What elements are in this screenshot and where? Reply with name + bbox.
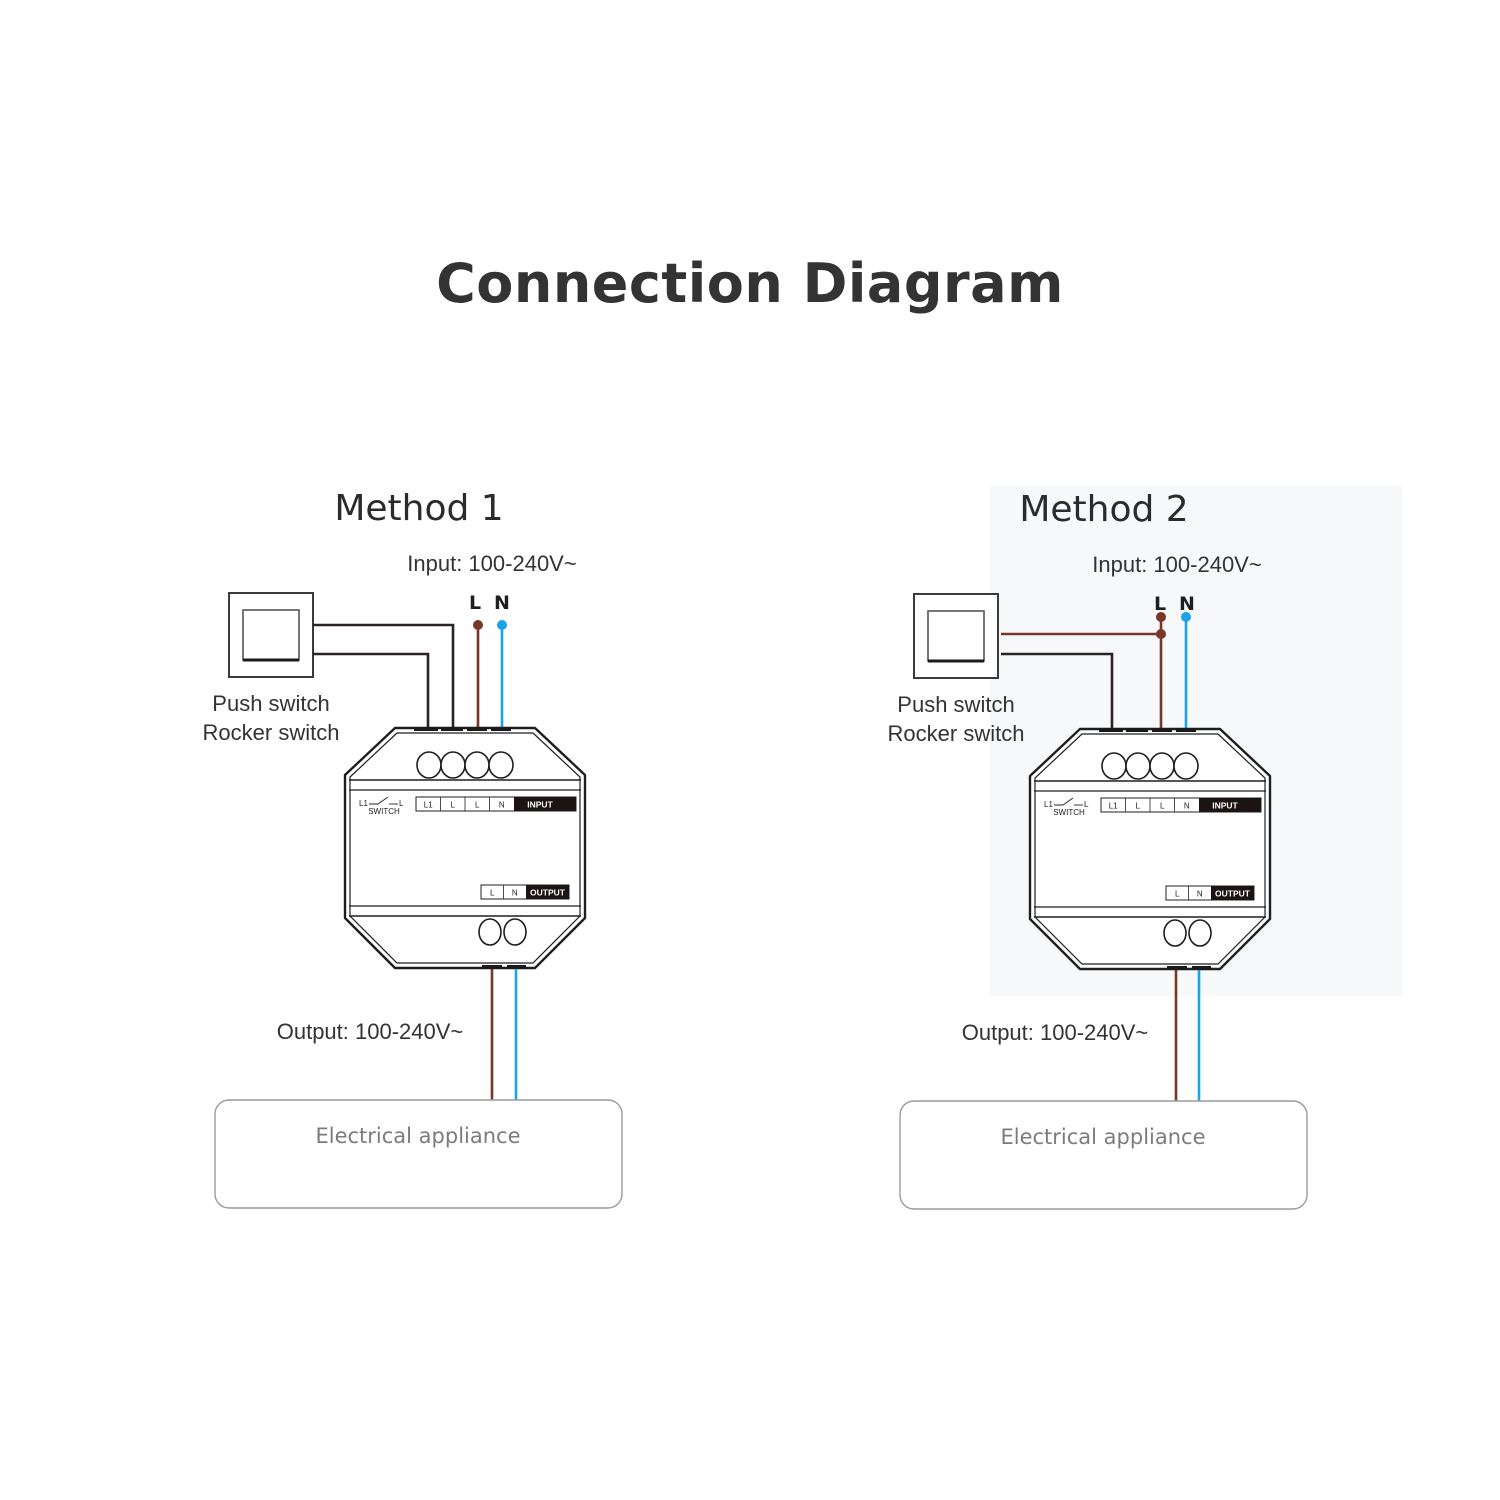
input-terminal-label: N [499, 801, 505, 810]
electrical-appliance-box [214, 1099, 623, 1209]
switch-symbol-caption: SWITCH [1053, 808, 1085, 817]
module-outer-outline [1028, 727, 1272, 971]
input-voltage-label: Input: 100-240V~ [1092, 552, 1261, 577]
neutral-input-dot [1181, 612, 1191, 622]
switch-type-label: Push switch [212, 691, 329, 716]
method-title: Method 2 [1019, 489, 1188, 530]
output-tag-label: OUTPUT [1215, 889, 1251, 899]
input-connector-block [467, 727, 487, 731]
output-voltage-label: Output: 100-240V~ [962, 1020, 1149, 1045]
input-terminal-label: L [451, 801, 456, 810]
module-inner-outline [349, 732, 581, 964]
switch-wire-l1 [1001, 652, 1114, 730]
switch-type-label: Rocker switch [888, 721, 1025, 746]
wall-switch-rocker-icon [927, 610, 985, 662]
input-terminal-label: L1 [424, 801, 433, 810]
switch-type-label: Rocker switch [203, 720, 340, 745]
output-connector-block [1192, 966, 1211, 970]
input-connector-block [1152, 728, 1172, 732]
input-terminal-screw-icon [440, 751, 466, 779]
input-connector-block [1099, 728, 1123, 732]
output-terminal-screw-icon [478, 918, 502, 946]
switch-symbol-caption: SWITCH [368, 807, 400, 816]
output-tag-label: OUTPUT [530, 888, 566, 898]
switch-symbol-right-label: L [1084, 800, 1089, 809]
input-connector-block [1176, 728, 1196, 732]
switch-symbol-icon [1054, 797, 1074, 806]
input-terminal-label: N [1184, 802, 1190, 811]
input-voltage-label: Input: 100-240V~ [407, 551, 576, 576]
live-terminal-label: L [469, 592, 481, 614]
electrical-appliance-label: Electrical appliance [315, 1124, 520, 1148]
module-inner-outline [1034, 733, 1266, 965]
input-tag-background [1199, 798, 1261, 812]
module-outer-outline [343, 726, 587, 970]
input-terminal-screw-icon [1149, 752, 1175, 780]
switch-symbol-left-label: L1 [1044, 800, 1053, 809]
output-connector-block [482, 965, 502, 969]
switch-wire-l1 [313, 652, 430, 729]
input-terminal-label: L [1160, 802, 1165, 811]
switch-symbol-left-label: L1 [359, 799, 368, 808]
input-tag-label: INPUT [1212, 801, 1238, 811]
neutral-terminal-label: N [494, 592, 510, 614]
neutral-terminal-label: N [1179, 593, 1195, 615]
live-terminal-label: L [1154, 593, 1166, 615]
neutral-input-dot [497, 620, 507, 630]
input-connector-block [414, 727, 438, 731]
output-terminal-label: N [1197, 890, 1203, 899]
input-connector-block [1126, 728, 1148, 732]
method-title: Method 1 [334, 488, 503, 529]
switch-type-label: Push switch [897, 692, 1014, 717]
output-terminal-label: L [1175, 890, 1180, 899]
input-terminal-screw-icon [1125, 752, 1151, 780]
output-terminal-screw-icon [1163, 919, 1187, 947]
input-terminal-screw-icon [1101, 752, 1127, 780]
live-junction-dot [1156, 629, 1166, 639]
output-connector-block [507, 965, 526, 969]
input-tag-background [514, 797, 576, 811]
live-input-dot [473, 620, 483, 630]
live-input-dot [1156, 612, 1166, 622]
input-terminal-label: L1 [1109, 802, 1118, 811]
output-terminal-screw-icon [1188, 919, 1212, 947]
output-terminal-label: L [490, 889, 495, 898]
page-title: Connection Diagram [436, 252, 1064, 315]
input-connector-block [441, 727, 463, 731]
input-terminal-label: L [475, 801, 480, 810]
input-terminal-screw-icon [488, 751, 514, 779]
switch-wire-l [313, 623, 455, 729]
output-terminal-label: N [512, 889, 518, 898]
wall-switch-rocker-icon [242, 609, 300, 661]
output-connector-block [1167, 966, 1187, 970]
output-tag-background [1211, 886, 1254, 900]
input-terminal-screw-icon [1173, 752, 1199, 780]
input-tag-label: INPUT [527, 800, 553, 810]
input-terminal-screw-icon [464, 751, 490, 779]
output-voltage-label: Output: 100-240V~ [277, 1019, 464, 1044]
input-connector-block [491, 727, 511, 731]
input-terminal-label: L [1136, 802, 1141, 811]
electrical-appliance-box [899, 1100, 1308, 1210]
output-tag-background [526, 885, 569, 899]
switch-symbol-right-label: L [399, 799, 404, 808]
electrical-appliance-label: Electrical appliance [1000, 1125, 1205, 1149]
switch-symbol-icon [369, 796, 389, 805]
input-terminal-screw-icon [416, 751, 442, 779]
output-terminal-screw-icon [503, 918, 527, 946]
